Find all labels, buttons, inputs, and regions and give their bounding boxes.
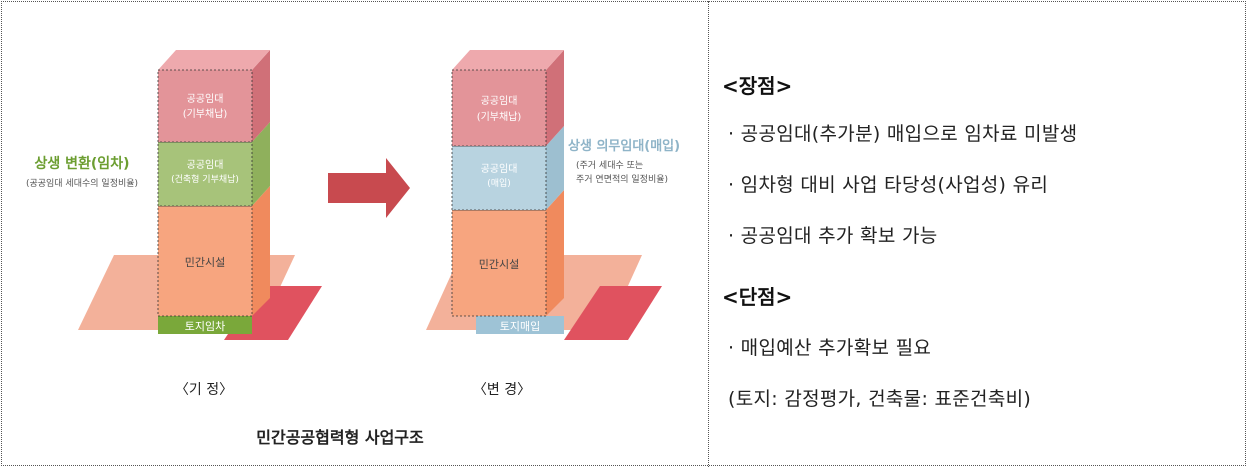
after-stack: 토지매입 민간시설 공공임대 (매입) 공공임대 (기부채납) 상생 의무임대(… [426, 50, 680, 340]
before-top-block [157, 69, 253, 143]
column-divider [708, 1, 709, 467]
before-stack: 토지임차 민간시설 공공임대 (건축형 기부채납) 공공임대 (기부채납) 상생… [26, 50, 322, 340]
before-bottom-label: 민간시설 [185, 256, 225, 269]
before-mid-label-1: 공공임대 [187, 158, 224, 171]
pros-cons-panel: <장점> · 공공임대(추가분) 매입으로 임차료 미발생 · 임차형 대비 사… [722, 0, 1242, 469]
after-bottom-label: 민간시설 [479, 258, 519, 271]
after-bottom-block-side [546, 190, 564, 316]
structure-diagram-svg: 토지임차 민간시설 공공임대 (건축형 기부채납) 공공임대 (기부채납) 상생… [26, 50, 680, 447]
disadvantages-heading: <단점> [722, 285, 793, 309]
before-top-label-1: 공공임대 [187, 92, 224, 105]
before-caption: 〈기 정〉 [175, 382, 233, 398]
after-top-block-side [546, 50, 564, 146]
advantage-item-1: · 공공임대(추가분) 매입으로 임차료 미발생 [728, 123, 1078, 145]
after-side-sub-1: (주거 세대수 또는 [576, 160, 643, 171]
after-top-label-1: 공공임대 [481, 94, 518, 107]
after-mid-block-side [546, 126, 564, 210]
after-side-title: 상생 의무임대(매입) [568, 138, 680, 154]
after-mid-block [451, 145, 547, 211]
advantage-item-2: · 임차형 대비 사업 타당성(사업성) 유리 [728, 174, 1049, 196]
before-ground-strip [158, 316, 252, 334]
before-ground-label: 토지임차 [185, 320, 225, 333]
before-side-sub: (공공임대 세대수의 일정비율) [26, 177, 138, 189]
before-bottom-block-side [252, 186, 270, 316]
after-top-block-top [452, 50, 564, 70]
before-mid-label-2: (건축형 기부채납) [171, 174, 239, 185]
advantages-heading: <장점> [722, 74, 793, 98]
after-top-block [451, 69, 547, 147]
before-top-label-2: (기부채납) [183, 108, 228, 120]
before-mid-block [157, 141, 253, 207]
after-mid-label-1: 공공임대 [481, 162, 518, 175]
after-red-slab [564, 286, 662, 340]
before-top-block-top [158, 50, 270, 70]
after-side-sub-2: 주거 연면적의 일정비율) [576, 173, 668, 185]
diagram-title: 민간공공협력형 사업구조 [256, 428, 424, 447]
disadvantage-item-1: · 매입예산 추가확보 필요 [728, 337, 932, 359]
transition-arrow [328, 158, 410, 218]
after-ground-label: 토지매입 [500, 320, 540, 333]
after-caption: 〈변 경〉 [473, 382, 531, 398]
after-bottom-block [451, 209, 547, 317]
before-side-title: 상생 변환(임차) [35, 155, 130, 172]
disadvantage-item-2: (토지: 감정평가, 건축물: 표준건축비) [728, 388, 1032, 410]
before-mid-block-side [252, 122, 270, 206]
before-bottom-block [157, 205, 253, 317]
after-mid-label-2: (매입) [487, 177, 511, 189]
after-top-label-2: (기부채납) [477, 111, 522, 123]
advantage-item-3: · 공공임대 추가 확보 가능 [728, 225, 938, 247]
structure-diagram: 토지임차 민간시설 공공임대 (건축형 기부채납) 공공임대 (기부채납) 상생… [10, 10, 700, 460]
before-top-block-side [252, 50, 270, 142]
after-ground-strip [476, 316, 564, 334]
